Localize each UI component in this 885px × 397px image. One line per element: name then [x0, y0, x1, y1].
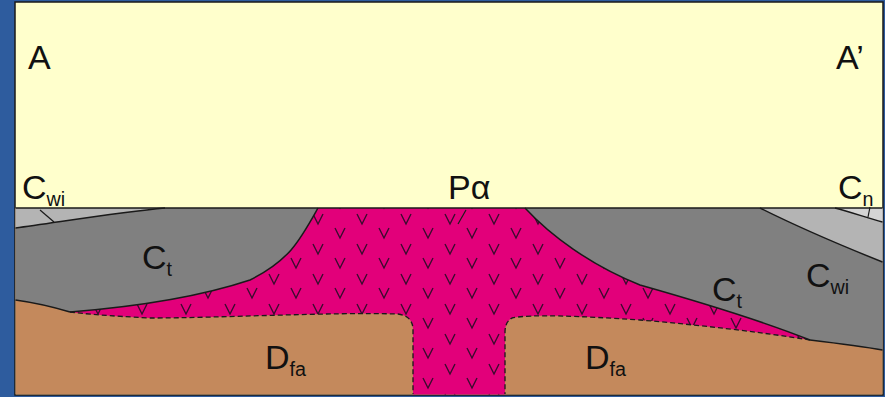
contact-line: [16, 208, 166, 228]
contact-line: [505, 316, 810, 394]
unit-subscript: n: [863, 188, 874, 210]
unit-label: Cwi: [22, 170, 65, 210]
unit-label: Ct: [712, 272, 742, 312]
volcanic-pattern: [70, 208, 810, 395]
unit-letter: D: [265, 338, 290, 376]
unit-letter: C: [838, 168, 863, 206]
leader-lines: [40, 207, 870, 224]
section-end-label: A’: [836, 40, 864, 74]
leader-line: [458, 210, 466, 224]
ground-surface: [16, 207, 883, 209]
unit-label: Cwi: [806, 258, 849, 298]
cn-unit: [835, 208, 883, 222]
contact-line: [835, 208, 883, 222]
unit-letter: D: [585, 338, 610, 376]
intrusion: [70, 208, 810, 395]
dfa-unit: [16, 208, 883, 395]
unit-letter: C: [806, 256, 831, 294]
contacts: [16, 208, 883, 350]
unit-subscript: wi: [831, 276, 850, 298]
unit-letter: C: [142, 238, 167, 276]
unit-label: Cn: [838, 170, 874, 210]
contact-line: [525, 208, 810, 340]
unit-subscript: t: [737, 290, 742, 312]
sky: [15, 2, 883, 395]
cwi-unit: [760, 208, 883, 262]
leader-line: [40, 210, 54, 222]
contact-line: [70, 312, 413, 394]
unit-label: Dfa: [585, 340, 626, 380]
section-end-label: A: [28, 40, 51, 74]
unit-label: Dfa: [265, 340, 306, 380]
contact-line: [760, 208, 883, 262]
dashed-contacts: [70, 312, 810, 394]
contact-line: [70, 208, 318, 312]
unit-letter: C: [712, 270, 737, 308]
unit-subscript: fa: [610, 358, 626, 380]
contact-line: [16, 300, 71, 312]
cwi-unit: [16, 208, 166, 228]
unit-subscript: wi: [47, 188, 66, 210]
contact-line: [810, 340, 883, 350]
unit-label: Pα: [448, 170, 490, 204]
unit-letter: C: [22, 168, 47, 206]
unit-subscript: t: [167, 258, 172, 280]
unit-label: Ct: [142, 240, 172, 280]
unit-subscript: fa: [290, 358, 306, 380]
